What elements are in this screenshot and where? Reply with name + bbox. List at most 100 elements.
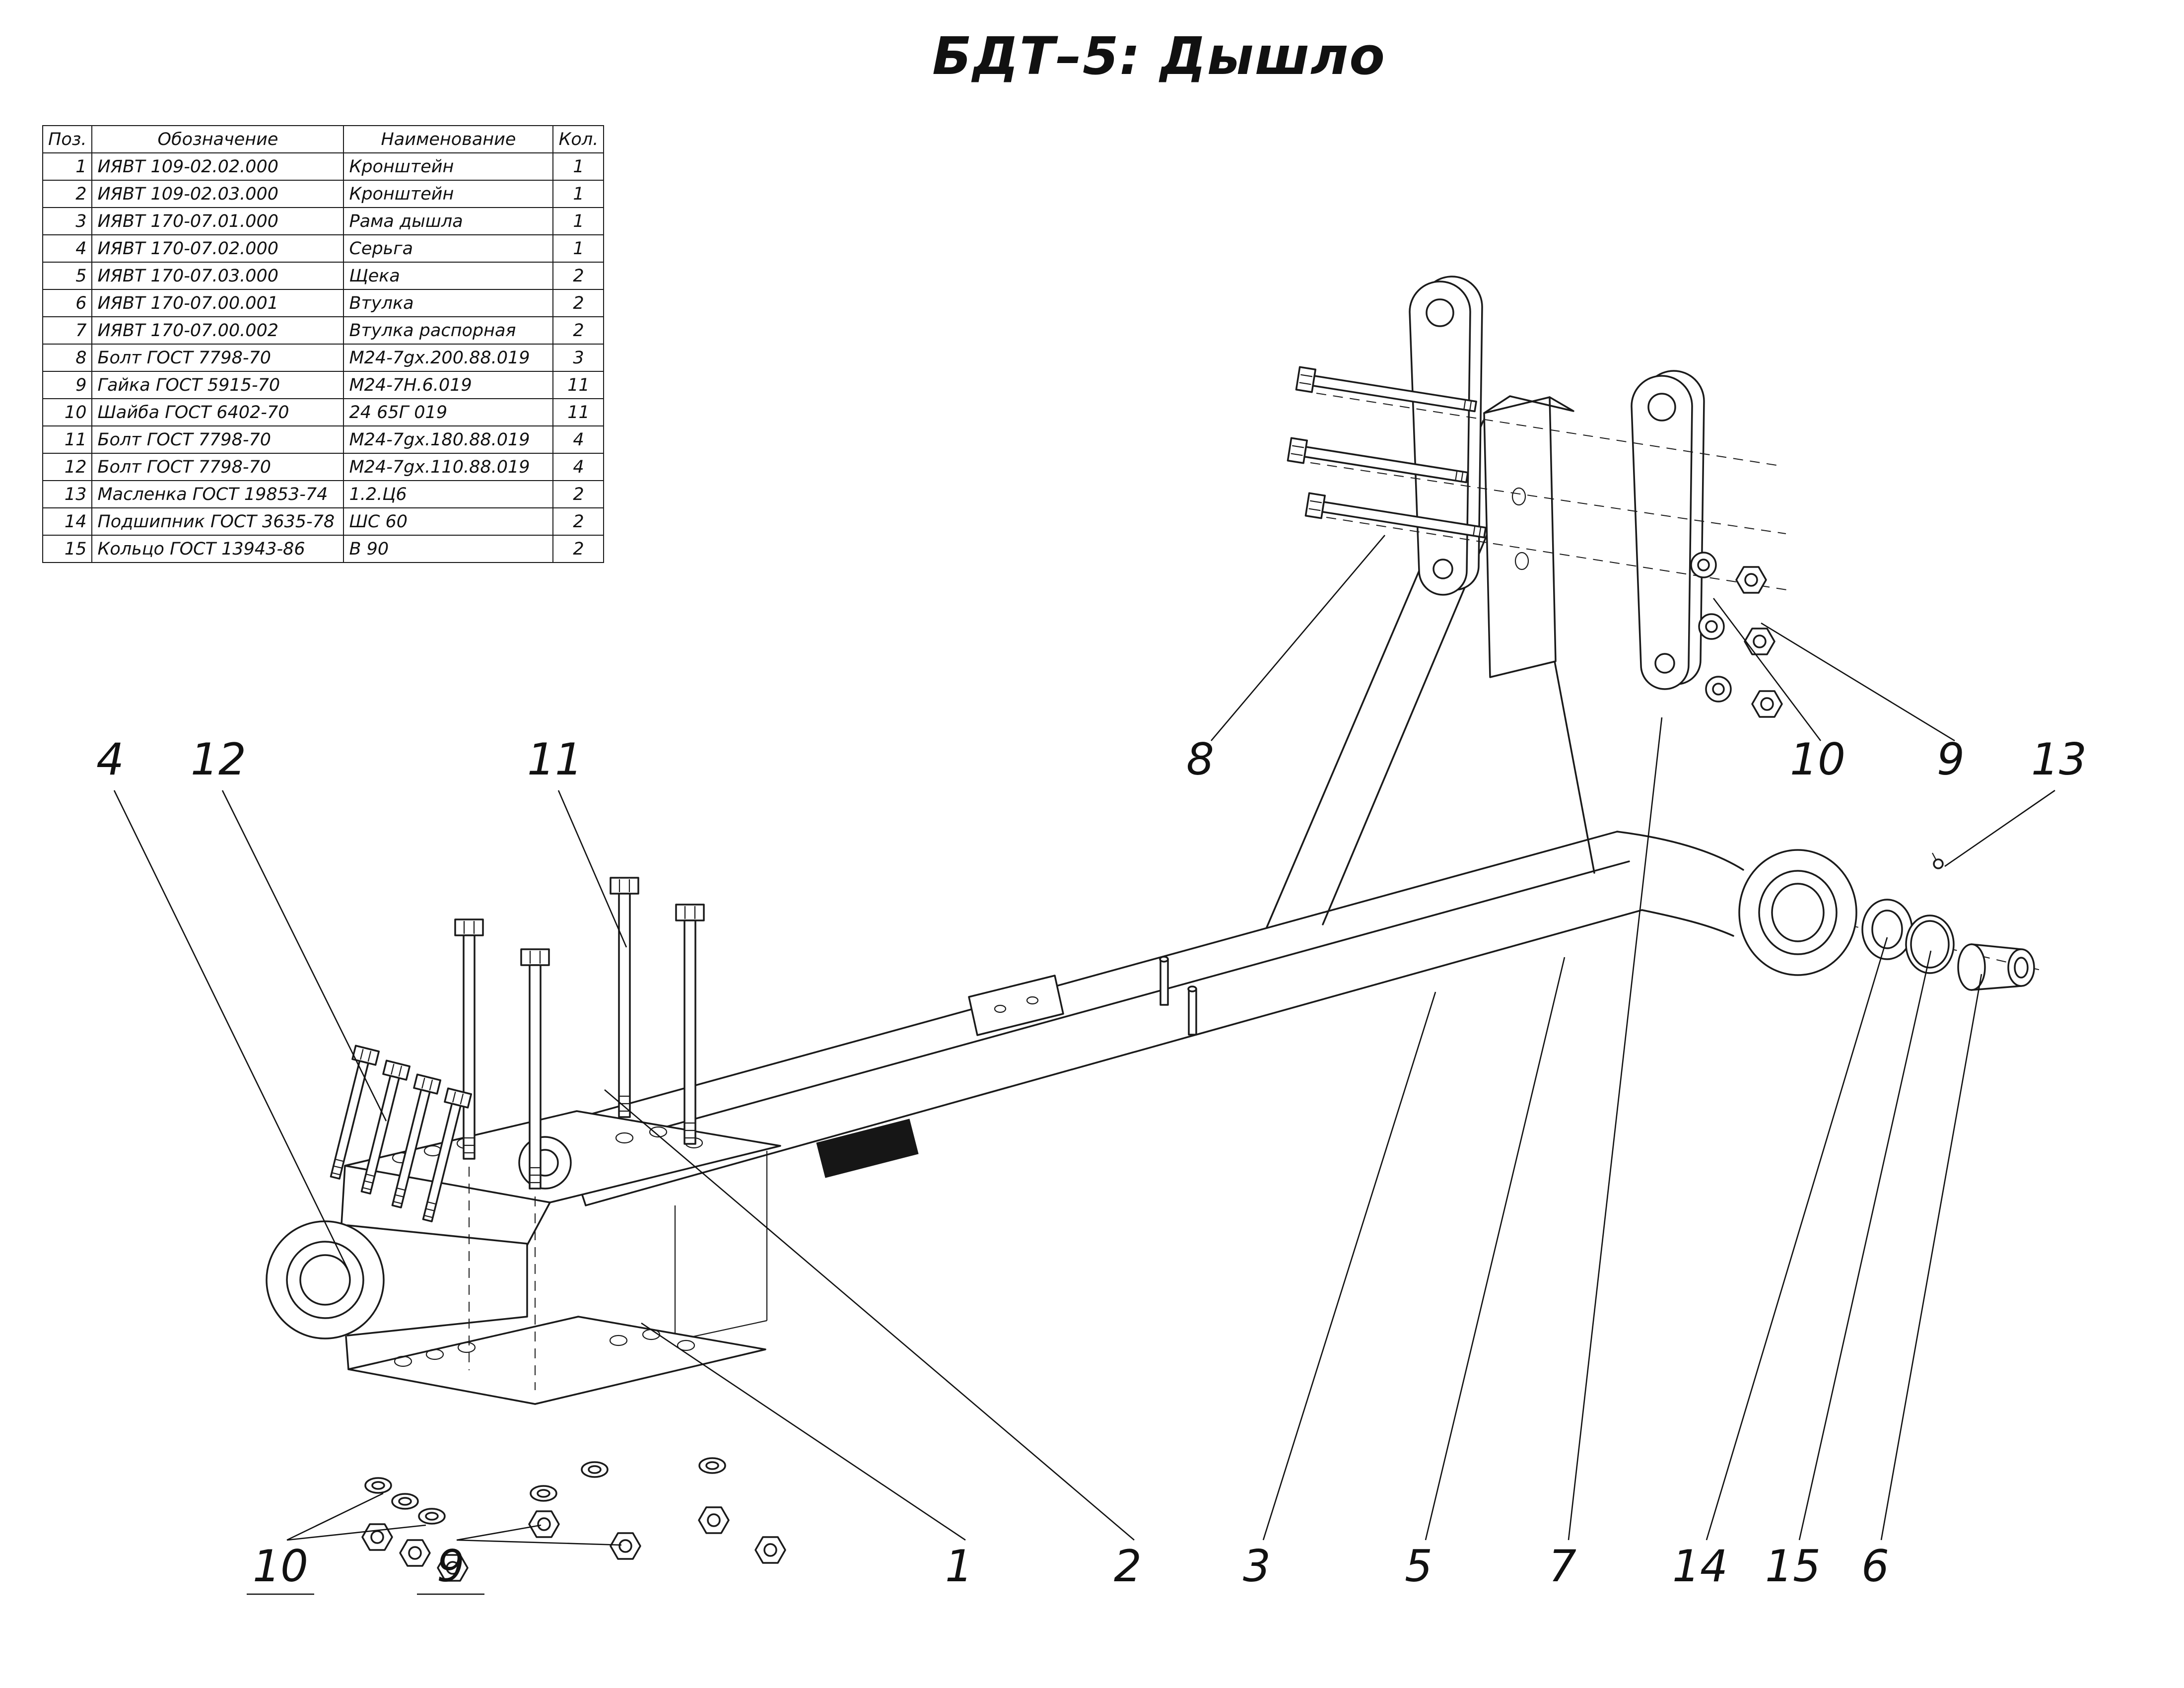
designation-cell: Шайба ГОСТ 6402-70: [91, 398, 344, 426]
callout-leader-line: [1944, 789, 2055, 867]
designation-cell: Подшипник ГОСТ 3635-78: [91, 507, 344, 536]
name-cell: Щека: [343, 262, 554, 290]
header-row: Поз. Обозначение Наименование Кол.: [42, 125, 605, 153]
callout-number: 2: [1114, 1541, 1142, 1592]
top-link-left: [1409, 276, 1483, 596]
gusset: [1266, 395, 1595, 928]
designation-cell: Кольцо ГОСТ 13943-86: [91, 535, 344, 563]
qty-cell: 3: [552, 344, 605, 372]
designation-cell: Гайка ГОСТ 5915-70: [91, 371, 344, 399]
qty-cell: 2: [552, 507, 605, 536]
callout-leader-line: [456, 1539, 622, 1546]
designation-cell: ИЯВТ 170-07.00.002: [91, 316, 344, 345]
qty-cell: 1: [552, 180, 605, 208]
name-cell: В 90: [343, 535, 554, 563]
col-header-name: Наименование: [343, 125, 554, 153]
qty-cell: 11: [552, 398, 605, 426]
callout-number: 13: [2031, 734, 2087, 785]
name-cell: ШС 60: [343, 507, 554, 536]
callout-number: 7: [1549, 1541, 1576, 1592]
callout-leader-line: [557, 790, 627, 948]
name-cell: Серьга: [343, 234, 554, 263]
designation-cell: ИЯВТ 170-07.01.000: [91, 207, 344, 235]
name-cell: М24-7gх.110.88.019: [343, 453, 554, 481]
callout-leader-line: [1425, 957, 1566, 1541]
pos-cell: 11: [42, 425, 93, 454]
pos-cell: 14: [42, 507, 93, 536]
qty-cell: 1: [552, 152, 605, 181]
callout-leader-line: [286, 1492, 384, 1541]
qty-cell: 2: [552, 316, 605, 345]
bushing: [1957, 943, 2035, 991]
drawbar-assembly-drawing: [266, 276, 2046, 1582]
callout-leader-line: [1880, 974, 1982, 1541]
pos-cell: 13: [42, 480, 93, 508]
designation-cell: Болт ГОСТ 7798-70: [91, 344, 344, 372]
name-cell: М24-7Н.6.019: [343, 371, 554, 399]
col-header-qty: Кол.: [552, 125, 605, 153]
callout-number: 8: [1186, 734, 1214, 785]
callout-leader-line: [1706, 937, 1888, 1541]
bolts-8: [1287, 366, 1793, 591]
callout-number: 12: [191, 734, 246, 785]
pos-cell: 5: [42, 262, 93, 290]
callout-leader-line: [1211, 535, 1385, 741]
callout-number: 3: [1243, 1541, 1271, 1592]
parts-table-header: Поз. Обозначение Наименование Кол.: [42, 125, 605, 153]
name-cell: М24-7gх.200.88.019: [343, 344, 554, 372]
callout-number: 4: [96, 734, 124, 785]
col-header-pos: Поз.: [42, 125, 93, 153]
drawing-title: БДТ–5: Дышло: [932, 26, 1386, 86]
pos-cell: 10: [42, 398, 93, 426]
callout-number: 9: [1937, 734, 1965, 785]
designation-cell: ИЯВТ 170-07.02.000: [91, 234, 344, 263]
pos-cell: 8: [42, 344, 93, 372]
qty-cell: 1: [552, 207, 605, 235]
rear-eye-assembly: [1616, 831, 2046, 991]
callout-leader-line: [1798, 950, 1932, 1541]
top-link-right: [1631, 370, 1705, 690]
link-washers-nuts: [1690, 552, 1783, 718]
callout-leader-line: [1262, 991, 1436, 1541]
pos-cell: 12: [42, 453, 93, 481]
pos-cell: 6: [42, 289, 93, 317]
ring: [1905, 914, 1955, 974]
pos-cell: 9: [42, 371, 93, 399]
callout-number: 1: [945, 1541, 973, 1592]
name-cell: 24 65Г 019: [343, 398, 554, 426]
pos-cell: 1: [42, 152, 93, 181]
callout-leader-line: [286, 1524, 426, 1541]
callout-number: 10: [253, 1541, 308, 1592]
callout-leader-line: [1761, 622, 1955, 742]
callout-leader-line: [456, 1524, 542, 1541]
hitch-eye: [266, 1220, 385, 1339]
name-cell: 1.2.Ц6: [343, 480, 554, 508]
callout-number: 5: [1405, 1541, 1433, 1592]
qty-cell: 4: [552, 453, 605, 481]
callout-number: 15: [1765, 1541, 1821, 1592]
qty-cell: 2: [552, 535, 605, 563]
frame-beam: [557, 831, 1643, 1341]
callout-leader-line: [1712, 598, 1822, 741]
name-cell: Кронштейн: [343, 180, 554, 208]
designation-cell: Болт ГОСТ 7798-70: [91, 453, 344, 481]
callout-leader-line: [1568, 717, 1663, 1541]
name-cell: Кронштейн: [343, 152, 554, 181]
designation-cell: Болт ГОСТ 7798-70: [91, 425, 344, 454]
col-header-designation: Обозначение: [91, 125, 344, 153]
pos-cell: 3: [42, 207, 93, 235]
qty-cell: 1: [552, 234, 605, 263]
bolts-11: [454, 877, 705, 1390]
callout-leader-line: [113, 790, 348, 1269]
designation-cell: ИЯВТ 170-07.00.001: [91, 289, 344, 317]
